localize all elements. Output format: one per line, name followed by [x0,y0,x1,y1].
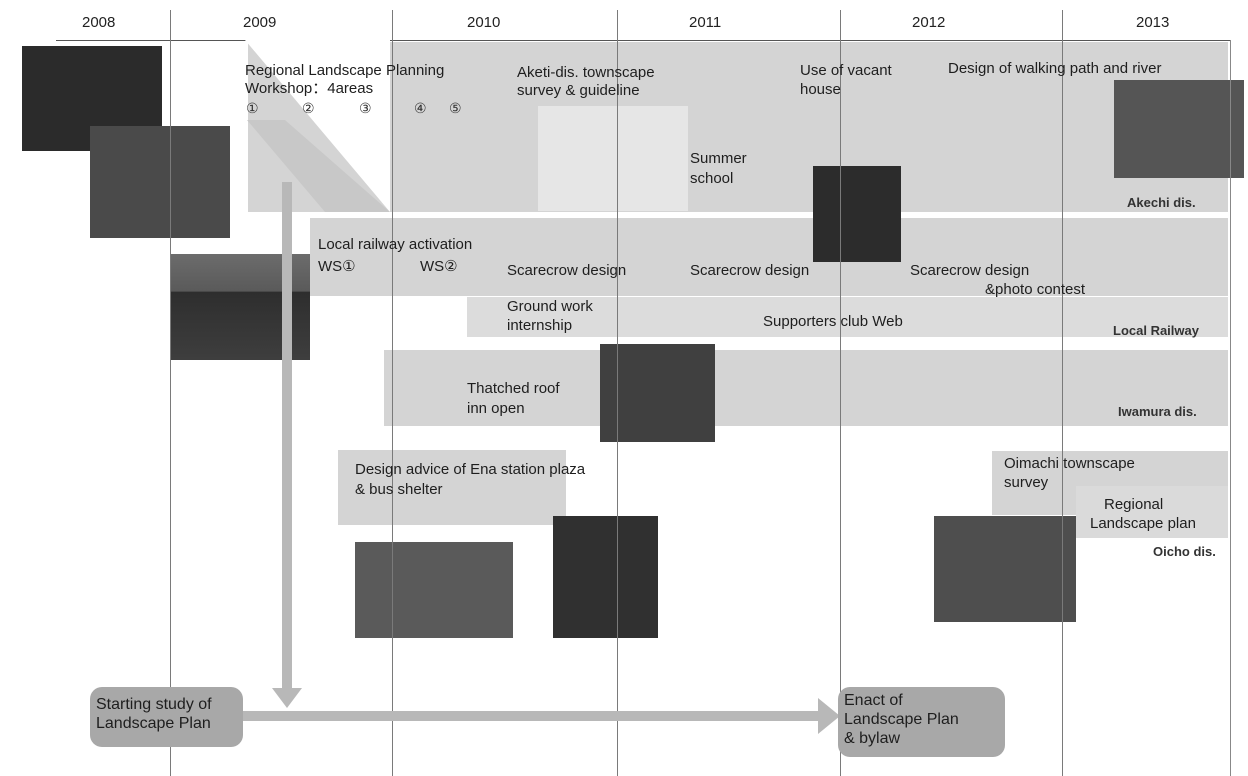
ena-advice-label: Design advice of Ena station plaza [355,461,586,478]
enact-line3: & bylaw [844,730,901,747]
station-plaza-photo [355,542,513,638]
map-photo [538,106,688,211]
vacant-label: Use of vacant [800,62,892,79]
ws1-label: WS① [318,258,356,275]
railway-area-label: Local Railway [1113,323,1199,338]
enact-line1: Enact of [844,692,903,709]
townscape-guideline-label: survey & guideline [517,82,640,99]
oicho-plan-band [1076,486,1228,538]
townscape-survey-label: Aketi-dis. townscape [517,64,655,81]
thatched-inn-photo [600,344,715,442]
scarecrow-2012-label: Scarecrow design [910,262,1030,279]
thatched-roof-label: Thatched roof [467,380,560,397]
scarecrow-2010-label: Scarecrow design [507,262,627,279]
oimachi-survey2-label: survey [1004,474,1049,491]
akechi-band [248,42,1228,212]
workshop-areas-label: Workshop：4areas [245,80,374,97]
photo-contest-label: &photo contest [985,281,1086,298]
summer-school-label: school [690,170,734,187]
start-study-line2: Landscape Plan [96,715,211,732]
divider-2009 [170,10,171,776]
frame-right [1230,40,1231,776]
iwamura-band [384,350,1228,426]
landscape-plan-label: Landscape plan [1090,515,1196,532]
start-study-line1: Starting study of [96,696,212,713]
enact-line2: Landscape Plan [844,711,959,728]
start-study-box: Starting study of Landscape Plan [90,687,243,747]
walking-path-label: Design of walking path and river [948,60,1162,77]
supporters-web-label: Supporters club Web [763,313,903,330]
ground-work-label: Ground work [507,298,593,315]
akechi-area-label: Akechi dis. [1127,195,1196,210]
oicho-area-label: Oicho dis. [1153,544,1216,559]
year-2010: 2010 [467,14,501,31]
year-2013: 2013 [1136,14,1170,31]
year-2012: 2012 [912,14,946,31]
bus-shelter-label: & bus shelter [355,481,443,498]
regional-plan-label: Regional [1104,496,1164,513]
workshop-wedge [245,40,390,212]
oimachi-survey-label: Oimachi townscape [1004,455,1135,472]
workshop-num-4: ④ [414,100,427,116]
railway-activation-label: Local railway activation [318,236,473,253]
ws2-label: WS② [420,258,458,275]
vacant-house-label: house [800,81,841,98]
internship-band [467,297,1228,337]
walking-path-photo [1114,80,1244,178]
summer-label: Summer [690,150,747,167]
scarecrow-2011-label: Scarecrow design [690,262,810,279]
inn-open-label: inn open [467,400,525,417]
workshop-num-3: ③ [359,100,372,116]
year-2009: 2009 [243,14,277,31]
internship-label: internship [507,317,573,334]
divider-2011 [617,10,618,776]
divider-2013 [1062,10,1063,776]
enact-plan-box: Enact of Landscape Plan & bylaw [838,687,1005,757]
year-2011: 2011 [689,14,722,31]
bus-shelter-photo [553,516,658,638]
ena-band [338,450,566,525]
street-photo [90,126,230,238]
railway-band [310,218,1228,296]
timeline-axis [56,40,1231,41]
workshop-label: Regional Landscape Planning [245,62,445,79]
divider-2010 [392,10,393,776]
scarecrow-photo [813,166,901,262]
workshop-num-1: ① [246,100,259,116]
divider-2012 [840,10,841,776]
iwamura-area-label: Iwamura dis. [1118,404,1197,419]
oicho-photo [934,516,1076,622]
workshop-num-5: ⑤ [449,100,462,116]
year-2008: 2008 [82,14,116,31]
workshop-num-2: ② [302,100,315,116]
